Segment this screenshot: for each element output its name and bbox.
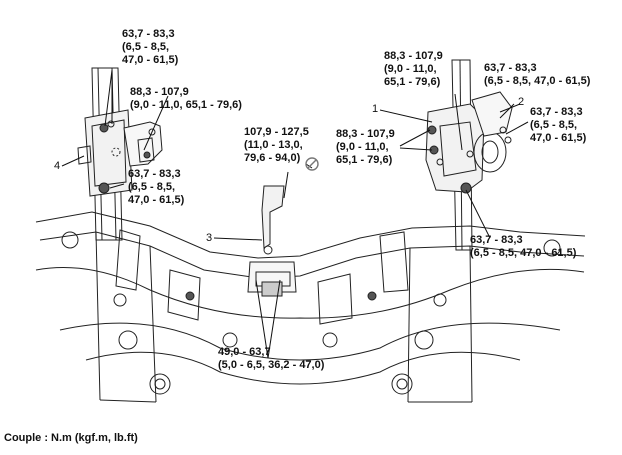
torque-label-right-mid-left: 88,3 - 107,9 (9,0 - 11,0, 65,1 - 79,6)	[336, 128, 395, 166]
left-engine-mount	[77, 109, 163, 197]
torque-label-right-bottom: 63,7 - 83,3 (6,5 - 8,5, 47,0 - 61,5)	[470, 234, 577, 259]
prohibit-icon	[305, 157, 319, 171]
torque-label-center-top: 107,9 - 127,5 (11,0 - 13,0, 79,6 - 94,0)	[244, 126, 309, 164]
callout-4: 4	[54, 160, 61, 172]
torque-label-left-mid: 88,3 - 107,9 (9,0 - 11,0, 65,1 - 79,6)	[130, 86, 242, 111]
torque-label-right-top-left: 88,3 - 107,9 (9,0 - 11,0, 65,1 - 79,6)	[384, 50, 443, 88]
units-footer: Couple : N.m (kgf.m, lb.ft)	[4, 432, 138, 444]
right-engine-mount	[425, 91, 513, 194]
torque-label-left-bottom: 63,7 - 83,3 (6,5 - 8,5, 47,0 - 61,5)	[128, 168, 185, 206]
torque-label-left-top: 63,7 - 83,3 (6,5 - 8,5, 47,0 - 61,5)	[122, 28, 179, 66]
callout-3: 3	[206, 232, 213, 244]
torque-label-right-top-right: 63,7 - 83,3 (6,5 - 8,5, 47,0 - 61,5)	[484, 62, 591, 87]
torque-label-center-bottom: 49,0 - 63,7 (5,0 - 6,5, 36,2 - 47,0)	[218, 346, 325, 371]
subframe	[35, 211, 586, 403]
callout-2: 2	[518, 96, 525, 108]
torque-label-right-side: 63,7 - 83,3 (6,5 - 8,5, 47,0 - 61,5)	[530, 106, 587, 144]
callout-1: 1	[372, 103, 379, 115]
roll-stopper-mount	[247, 185, 297, 297]
